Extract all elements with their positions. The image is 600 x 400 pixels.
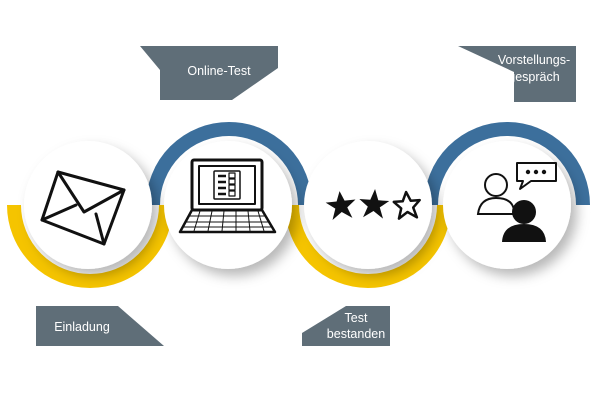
flag-test-bestanden: [302, 306, 390, 346]
flag-vorstellungsgespraech: [458, 46, 576, 102]
circle-step-1: [24, 141, 152, 269]
blue-arc-4: [424, 122, 590, 206]
envelope-icon: [40, 170, 126, 246]
label-flags: [36, 46, 576, 346]
step-label-vorstellungsgespraech: Vorstellungs- gespräch: [497, 53, 571, 84]
star-filled-icon: [325, 191, 356, 220]
star-outline-icon: [392, 190, 421, 220]
flag-online-test: [140, 46, 278, 100]
star-filled-icon: [359, 189, 390, 219]
stars-rating-icon: [325, 189, 421, 220]
yellow-arc-3: [285, 204, 451, 288]
step-label-online-test: Online-Test: [187, 64, 251, 78]
interview-people-icon: [476, 162, 557, 242]
yellow-arc-1: [7, 204, 173, 288]
circle-step-4: [443, 141, 571, 269]
flag-einladung: [36, 306, 164, 346]
step-label-einladung: Einladung: [54, 320, 110, 334]
laptop-checklist-icon: [178, 158, 277, 234]
blue-arc-2: [146, 122, 312, 206]
connector-arcs: [7, 122, 590, 288]
step-label-test-bestanden: Test bestanden: [326, 311, 386, 341]
